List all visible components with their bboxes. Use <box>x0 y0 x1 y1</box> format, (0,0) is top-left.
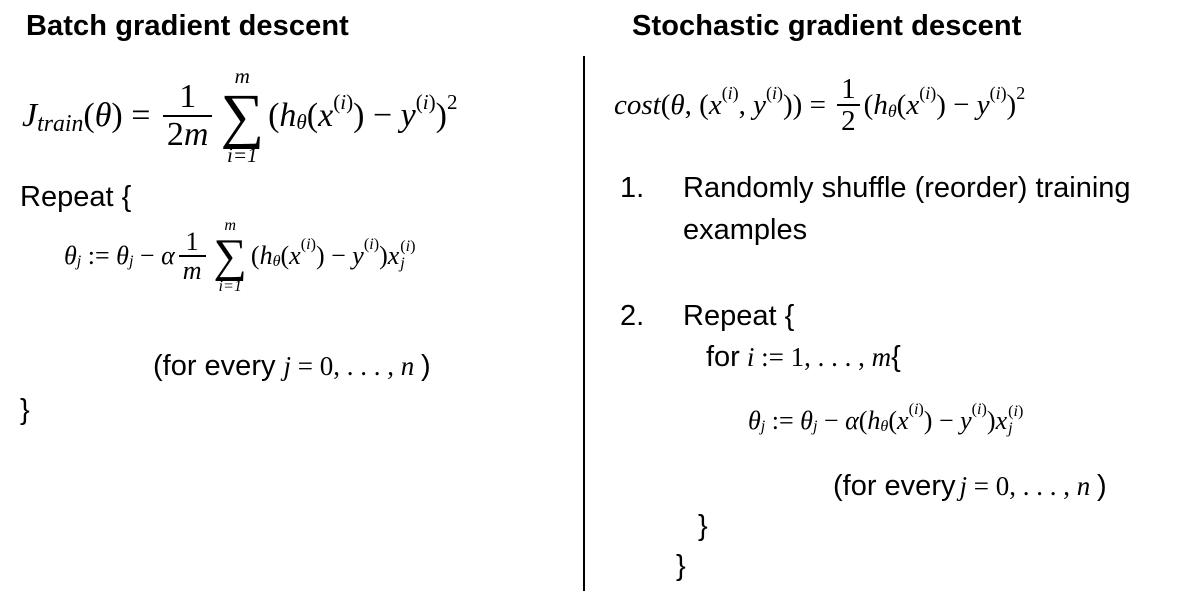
step1-number: 1. <box>620 172 645 204</box>
sgd-for-every-label: (for every <box>833 470 956 502</box>
step1-line1: Randomly shuffle (reorder) training <box>683 172 1131 204</box>
sgd-close-paren: ) <box>1096 470 1107 502</box>
batch-for-every-label: (for every <box>153 350 276 382</box>
sgd-repeat-open: Repeat { <box>683 300 795 332</box>
step2-number: 2. <box>620 300 645 332</box>
batch-close-paren: ) <box>420 350 431 382</box>
sgd-heading: Stochastic gradient descent <box>632 10 1022 42</box>
sgd-outer-close-brace: } <box>676 550 686 582</box>
batch-j-range: j = 0, . . . , n <box>283 351 415 381</box>
sgd-i-range: i := 1, . . . , m <box>746 342 892 372</box>
sgd-open-brace: { <box>891 341 901 373</box>
batch-for-every: (for every j = 0, . . . , n ) <box>153 350 431 383</box>
step1-line2: examples <box>683 214 808 246</box>
batch-close-brace: } <box>20 394 30 426</box>
sgd-inner-close-brace: } <box>698 510 708 542</box>
sgd-for-loop: for i := 1, . . . , m { <box>706 341 901 374</box>
column-divider <box>583 56 585 591</box>
batch-gd-heading: Batch gradient descent <box>26 10 349 42</box>
sgd-for-every: (for every j = 0, . . . , n ) <box>833 470 1107 503</box>
batch-repeat-open: Repeat { <box>20 181 132 213</box>
sgd-j-range: j = 0, . . . , n <box>959 471 1091 501</box>
sgd-for-label: for <box>706 341 740 373</box>
